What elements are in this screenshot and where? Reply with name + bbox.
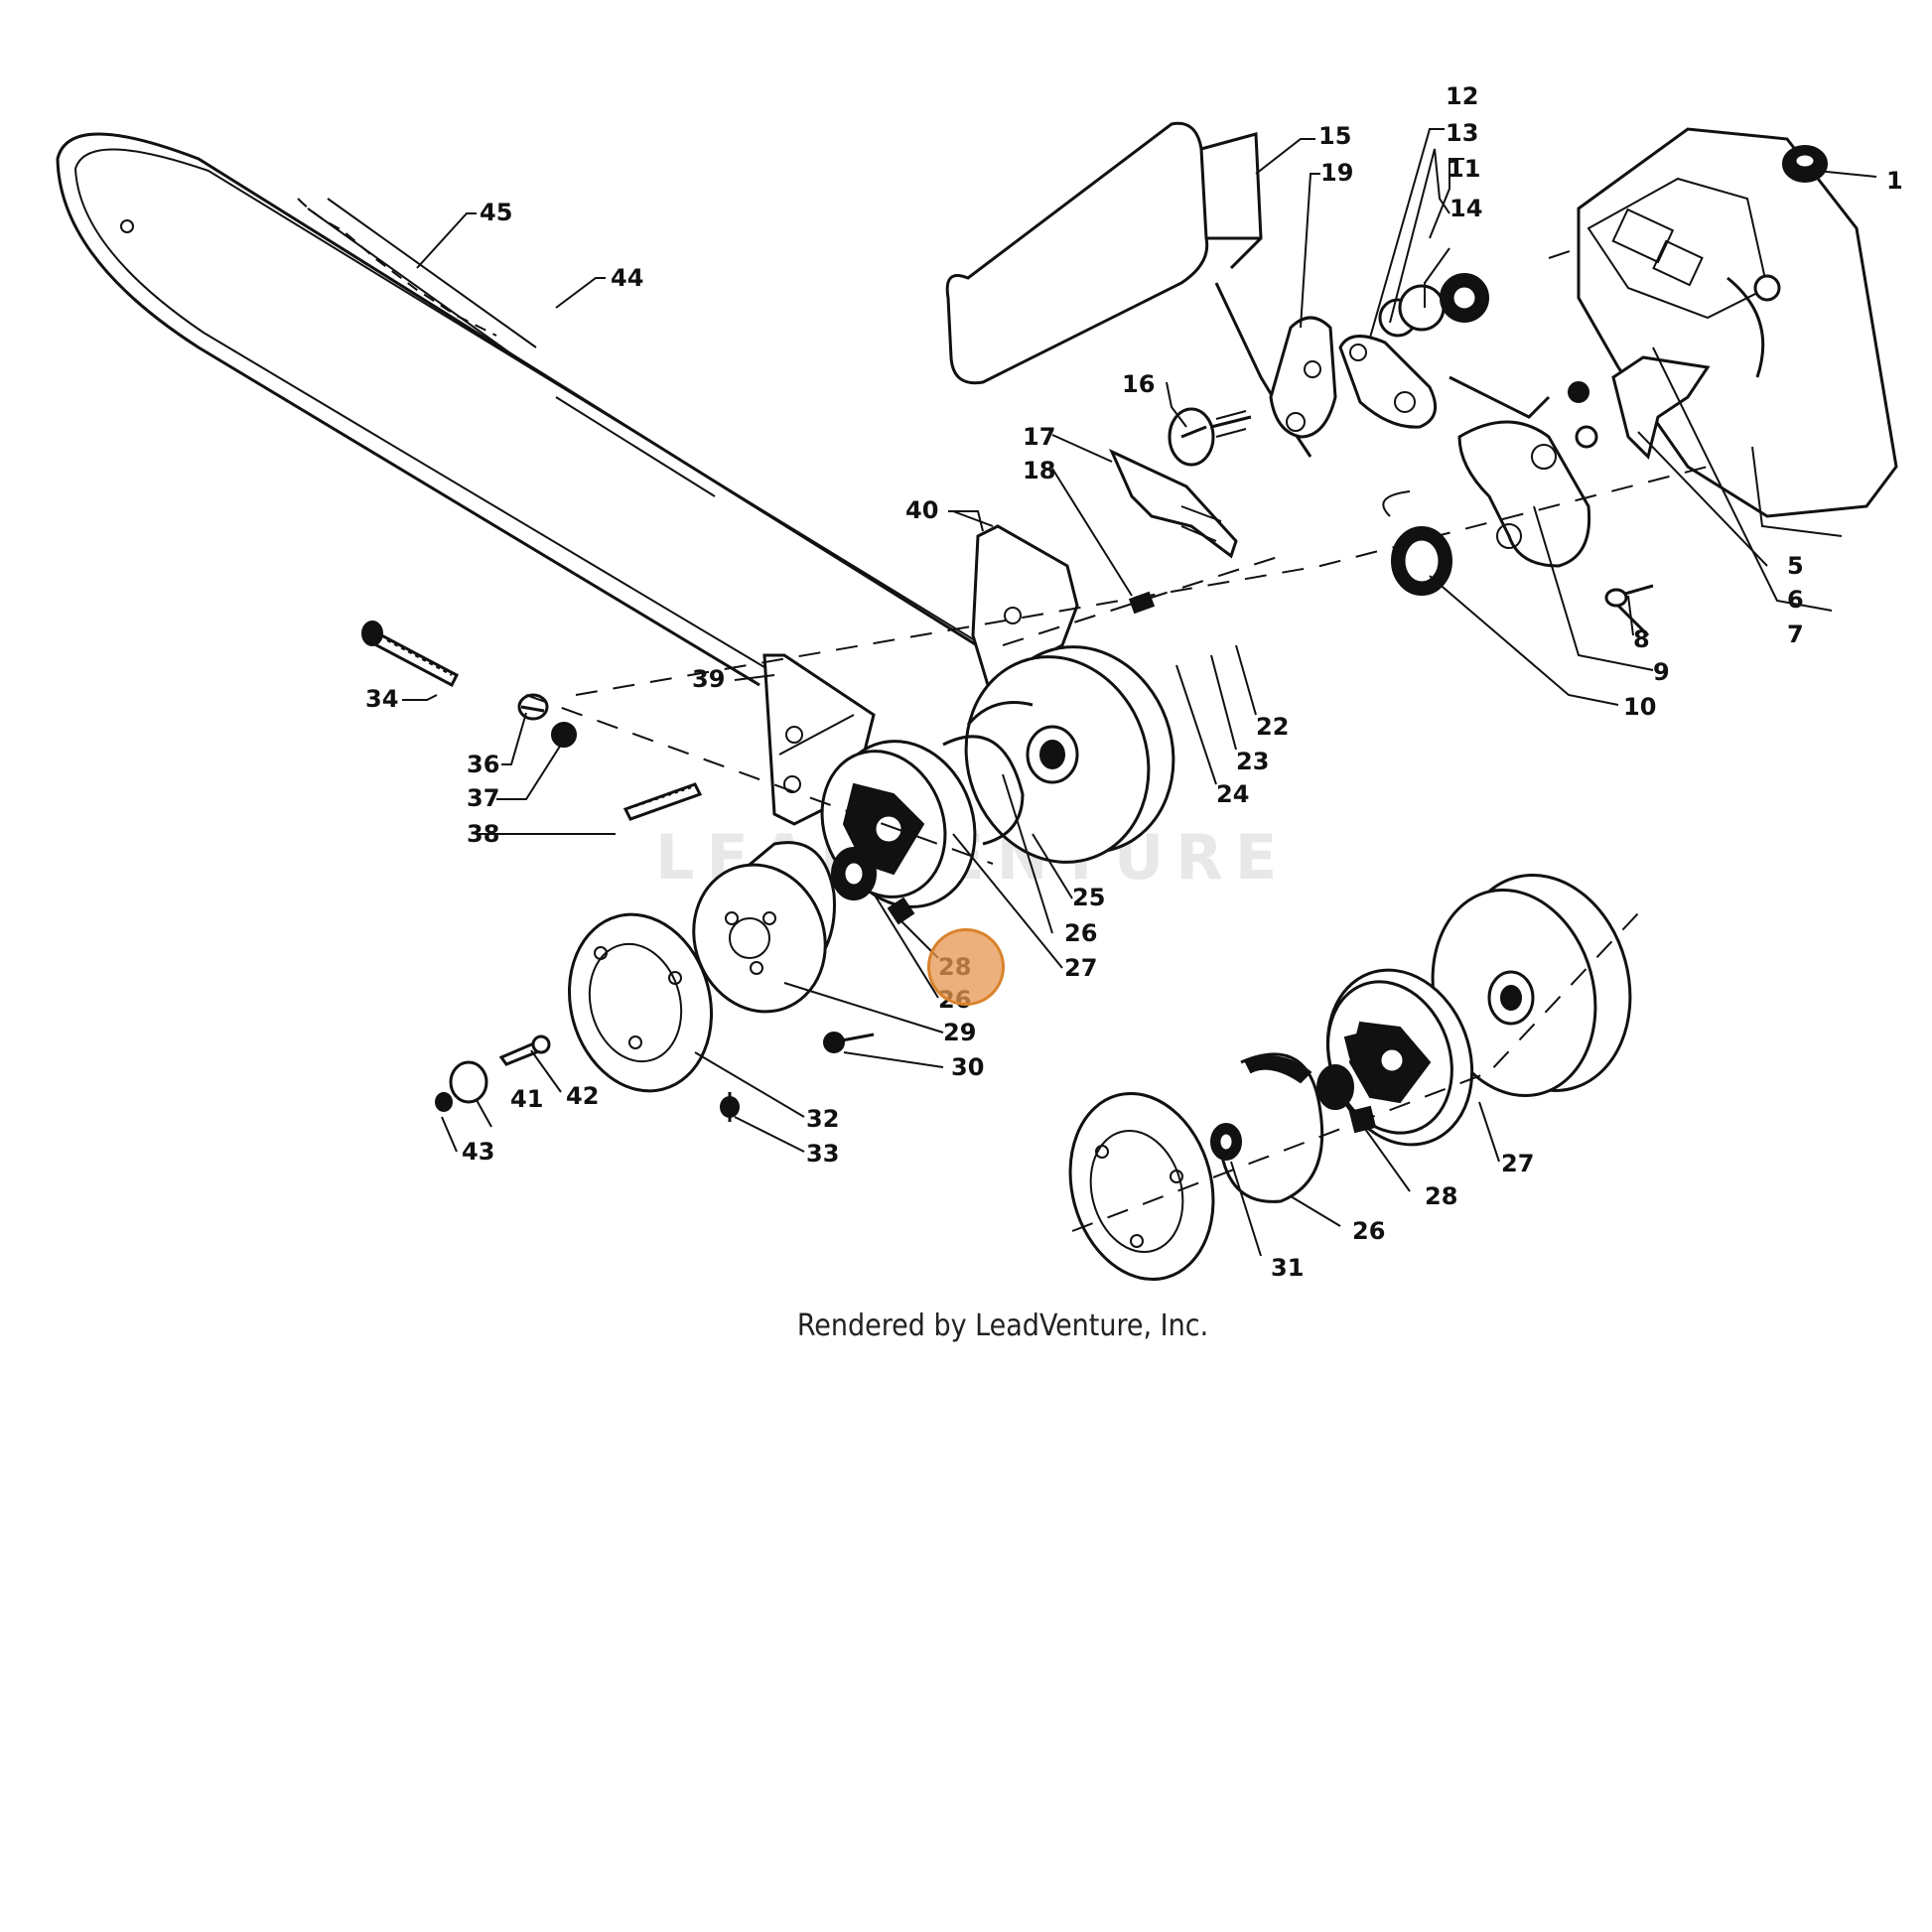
callout-8: 8 bbox=[1633, 625, 1650, 653]
callout-23: 23 bbox=[1236, 748, 1269, 775]
callout-41: 41 bbox=[510, 1085, 543, 1113]
callout-13: 13 bbox=[1446, 119, 1478, 147]
clutch-drum bbox=[964, 645, 1175, 864]
callout-38: 38 bbox=[467, 820, 499, 848]
callout-39: 39 bbox=[692, 665, 725, 693]
sprocket bbox=[831, 847, 915, 925]
callout-27-bottom: 27 bbox=[1501, 1150, 1534, 1177]
alternate-clutch-assembly bbox=[1068, 873, 1632, 1282]
callout-9: 9 bbox=[1653, 658, 1670, 686]
callout-25: 25 bbox=[1072, 884, 1105, 911]
guide-plate bbox=[971, 524, 1079, 688]
callout-26-bottom: 26 bbox=[1352, 1217, 1385, 1245]
callout-32: 32 bbox=[806, 1105, 839, 1133]
callout-19: 19 bbox=[1320, 159, 1353, 187]
chain-guard-plate bbox=[1109, 448, 1238, 615]
callout-31: 31 bbox=[1271, 1254, 1304, 1282]
highlight-marker[interactable] bbox=[927, 928, 1005, 1006]
callout-6: 6 bbox=[1787, 586, 1804, 614]
callout-numbers: 1 5 6 7 8 9 10 11 12 13 14 15 16 17 18 1… bbox=[365, 82, 1903, 1282]
callout-34: 34 bbox=[365, 685, 398, 713]
callout-33: 33 bbox=[806, 1140, 839, 1168]
clutch-spring bbox=[942, 735, 1025, 846]
callout-17: 17 bbox=[1023, 423, 1055, 451]
callout-28-bottom: 28 bbox=[1425, 1182, 1457, 1210]
callout-7: 7 bbox=[1787, 621, 1804, 648]
callout-37: 37 bbox=[467, 784, 499, 812]
callout-43: 43 bbox=[462, 1138, 494, 1166]
callout-45: 45 bbox=[480, 199, 512, 226]
callout-11: 11 bbox=[1448, 155, 1480, 183]
callout-12: 12 bbox=[1446, 82, 1478, 110]
brake-band-assembly bbox=[1382, 355, 1711, 637]
rim-sprocket bbox=[692, 841, 836, 1014]
callout-18: 18 bbox=[1023, 457, 1055, 484]
callout-30: 30 bbox=[951, 1053, 984, 1081]
callout-27-top: 27 bbox=[1064, 954, 1097, 982]
leader-lines bbox=[402, 128, 1877, 1257]
brake-plate bbox=[1338, 273, 1489, 429]
engine-cover bbox=[1577, 127, 1898, 518]
shoulder-bolt bbox=[1168, 407, 1252, 467]
callout-36: 36 bbox=[467, 751, 499, 778]
front-hand-guard bbox=[945, 121, 1312, 458]
callout-1: 1 bbox=[1886, 167, 1903, 195]
callout-5: 5 bbox=[1787, 552, 1804, 580]
callout-10: 10 bbox=[1623, 693, 1656, 721]
callout-22: 22 bbox=[1256, 713, 1289, 741]
callout-29: 29 bbox=[943, 1019, 976, 1046]
outer-cover-plate bbox=[567, 912, 714, 1093]
brake-lever bbox=[1269, 316, 1337, 439]
callout-14: 14 bbox=[1449, 195, 1482, 222]
axis-lines bbox=[525, 247, 1709, 1232]
callout-42: 42 bbox=[566, 1082, 599, 1110]
guide-bar-and-chain bbox=[56, 132, 994, 687]
credit-text: Rendered by LeadVenture, Inc. bbox=[796, 1309, 1209, 1343]
callout-26-top: 26 bbox=[1064, 919, 1097, 947]
callout-44: 44 bbox=[611, 264, 643, 292]
callout-24: 24 bbox=[1216, 780, 1249, 808]
callout-40: 40 bbox=[905, 496, 938, 524]
small-hardware-left bbox=[361, 621, 875, 1122]
callout-15: 15 bbox=[1318, 122, 1351, 150]
callout-16: 16 bbox=[1122, 370, 1155, 398]
